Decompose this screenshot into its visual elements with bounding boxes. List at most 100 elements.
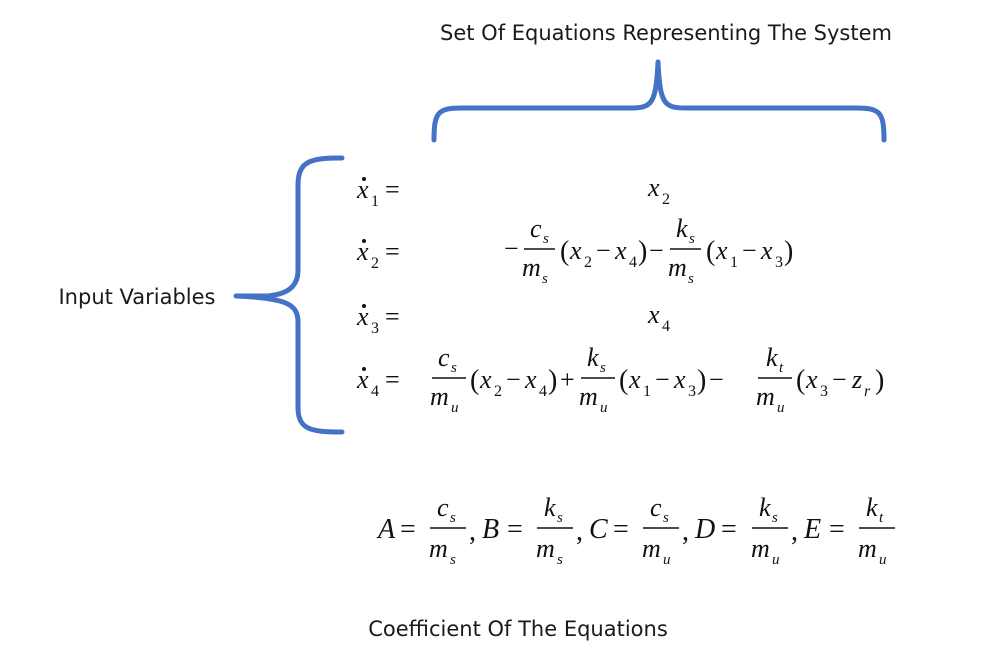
math-symbol: m (429, 534, 448, 563)
math-subscript: s (450, 552, 456, 568)
math-paren: ) (548, 365, 557, 396)
math-subscript: s (451, 360, 457, 376)
math-subscript: s (542, 271, 548, 287)
math-subscript: s (772, 510, 778, 526)
math-symbol: m (430, 382, 449, 411)
math-paren: ) (638, 236, 647, 267)
system-equations-label: Set Of Equations Representing The System (440, 21, 892, 45)
math-symbol: k (866, 493, 878, 522)
math-symbol: k (587, 343, 599, 372)
math-operator: − (832, 365, 847, 394)
lhs-sub: 2 (371, 255, 379, 272)
math-operator: = (613, 514, 629, 545)
math-symbol: x (479, 365, 492, 394)
math-operator: + (560, 365, 575, 394)
math-subscript: s (600, 360, 606, 376)
math-operator: − (709, 365, 724, 394)
lhs-equals: = (385, 302, 400, 331)
math-operator: − (506, 365, 521, 394)
lhs-equals: = (385, 365, 400, 394)
math-subscript: s (450, 510, 456, 526)
math-subscript: s (557, 510, 563, 526)
dot-icon (362, 177, 366, 181)
math-symbol: m (668, 253, 687, 282)
math-symbol: m (751, 534, 770, 563)
math-subscript: u (777, 400, 785, 416)
dot-icon (362, 367, 366, 371)
math-symbol: x (760, 236, 773, 265)
equation-lhs-1: x 1 = (356, 175, 400, 210)
math-symbol: x (805, 365, 818, 394)
lhs-sub: 4 (371, 383, 379, 400)
math-symbol: x (715, 236, 728, 265)
lhs-var: x (356, 175, 369, 204)
math-subscript: 3 (775, 254, 783, 271)
math-subscript: u (879, 552, 887, 568)
math-symbol: B (482, 514, 499, 545)
math-subscript: 4 (629, 254, 637, 271)
input-variables-label: Input Variables (58, 285, 215, 309)
input-brace (233, 155, 345, 435)
lhs-sub: 1 (371, 193, 379, 210)
math-subscript: t (779, 360, 784, 376)
math-symbol: m (536, 534, 555, 563)
lhs-var: x (356, 302, 369, 331)
math-symbol: k (759, 493, 771, 522)
coefficients-label: Coefficient Of The Equations (368, 617, 668, 641)
math-subscript: 3 (820, 383, 828, 400)
math-symbol: m (522, 253, 541, 282)
math-operator: − (649, 236, 664, 265)
math-symbol: x (524, 365, 537, 394)
math-paren: ( (619, 365, 628, 396)
math-subscript: s (663, 510, 669, 526)
math-comma: , (469, 516, 476, 547)
equation-lhs-2: x 2 = (356, 237, 400, 272)
equation-lhs-3: x 3 = (356, 302, 400, 337)
equation-rhs-1: x 2 (647, 173, 670, 208)
math-subscript: s (688, 271, 694, 287)
math-subscript: 1 (643, 383, 651, 400)
math-operator: = (829, 514, 845, 545)
lhs-var: x (356, 237, 369, 266)
math-subscript: r (864, 383, 871, 400)
math-symbol: c (438, 343, 450, 372)
math-subscript: s (557, 552, 563, 568)
math-subscript: 2 (494, 383, 502, 400)
math-operator: = (721, 514, 737, 545)
math-operator: = (400, 514, 416, 545)
math-comma: , (791, 516, 798, 547)
math-subscript: 2 (584, 254, 592, 271)
math-symbol: c (437, 493, 449, 522)
math-subscript: 4 (662, 318, 670, 335)
math-subscript: u (451, 400, 459, 416)
equation-rhs-3: x 4 (647, 300, 670, 335)
math-comma: , (576, 516, 583, 547)
math-symbol: E (803, 514, 821, 545)
math-symbol: k (766, 343, 778, 372)
math-symbol: x (628, 365, 641, 394)
math-symbol: x (569, 236, 582, 265)
math-subscript: u (772, 552, 780, 568)
math-symbol: c (650, 493, 662, 522)
math-symbol: m (756, 382, 775, 411)
math-symbol: k (544, 493, 556, 522)
math-subscript: u (663, 552, 671, 568)
math-operator: = (507, 514, 523, 545)
dot-icon (362, 304, 366, 308)
math-symbol: x (647, 300, 660, 329)
math-symbol: m (858, 534, 877, 563)
dot-icon (362, 239, 366, 243)
equation-rhs-4: c s m u ( x 2 − x 4 ) + k s m u ( x 1 − … (430, 343, 884, 416)
math-symbol: c (530, 214, 542, 243)
math-paren: ( (470, 365, 479, 396)
math-paren: ) (697, 365, 706, 396)
math-subscript: 1 (730, 254, 738, 271)
math-subscript: 2 (662, 191, 670, 208)
system-brace (431, 59, 887, 143)
math-operator: − (504, 234, 519, 263)
math-paren: ( (796, 365, 805, 396)
equation-rhs-2: − c s m s ( x 2 − x 4 ) − k s m s ( x 1 … (504, 214, 793, 287)
lhs-equals: = (385, 237, 400, 266)
math-operator: − (655, 365, 670, 394)
